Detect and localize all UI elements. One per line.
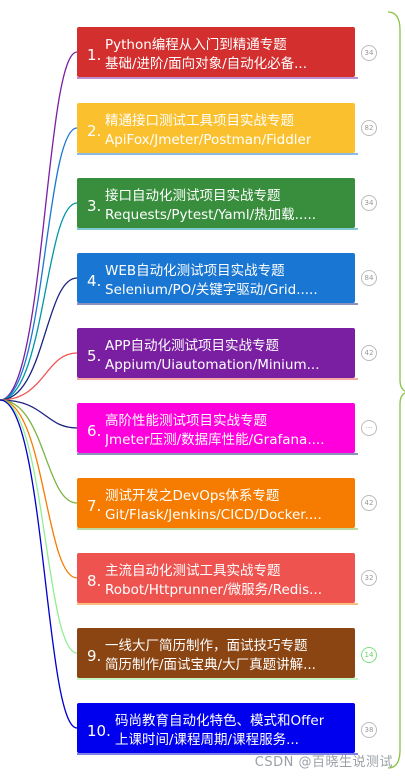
topic-title: 主流自动化测试工具实战专题: [105, 562, 281, 579]
topic-node-2[interactable]: 2. 精通接口测试工具项目实战专题 ApiFox/Jmeter/Postman/…: [77, 103, 355, 153]
topic-subtitle: Git/Flask/Jenkins/CICD/Docker....: [105, 506, 322, 523]
topic-node-9[interactable]: 9. 一线大厂简历制作，面试技巧专题 简历制作/面试宝典/大厂真题讲解...: [77, 628, 355, 678]
topic-node-3[interactable]: 3. 接口自动化测试项目实战专题 Requests/Pytest/Yaml/热加…: [77, 178, 355, 228]
child-count-badge-8[interactable]: 32: [361, 570, 377, 586]
topic-subtitle: 上课时间/课程周期/课程服务...: [115, 731, 299, 748]
topic-number: 9.: [87, 646, 102, 665]
topic-number: 8.: [87, 571, 102, 590]
topic-subtitle: 简历制作/面试宝典/大厂真题讲解...: [105, 656, 316, 673]
connector-9: [0, 399, 78, 654]
topic-title: WEB自动化测试项目实战专题: [105, 262, 285, 279]
topic-title: 码尚教育自动化特色、模式和Offer: [115, 712, 325, 729]
topic-node-10[interactable]: 10. 码尚教育自动化特色、模式和Offer 上课时间/课程周期/课程服务...: [77, 703, 355, 753]
group-bracket: [387, 11, 405, 769]
topic-number: 6.: [87, 421, 102, 440]
connector-2: [0, 127, 78, 401]
child-count-badge-10[interactable]: 38: [361, 722, 377, 738]
topic-title: 接口自动化测试项目实战专题: [105, 187, 281, 204]
connector-10: [0, 399, 78, 729]
child-count-badge-6[interactable]: ···: [361, 420, 377, 436]
topic-subtitle: 基础/进阶/面向对象/自动化必备...: [105, 55, 308, 72]
topic-node-5[interactable]: 5. APP自动化测试项目实战专题 Appium/Uiautomation/Mi…: [77, 328, 355, 378]
topic-number: 2.: [87, 121, 102, 140]
connector-7: [0, 399, 78, 504]
child-count-badge-3[interactable]: 34: [361, 195, 377, 211]
topic-node-6[interactable]: 6. 高阶性能测试项目实战专题 Jmeter压测/数据库性能/Grafana..…: [77, 403, 355, 453]
watermark: CSDN @百晓生说测试: [254, 755, 393, 770]
topic-number: 5.: [87, 346, 102, 365]
topic-node-4[interactable]: 4. WEB自动化测试项目实战专题 Selenium/PO/关键字驱动/Grid…: [77, 253, 355, 303]
child-count-badge-4[interactable]: 84: [361, 270, 377, 286]
topic-subtitle: Appium/Uiautomation/Minium...: [105, 356, 320, 373]
topic-title: Python编程从入门到精通专题: [105, 36, 287, 53]
topic-node-7[interactable]: 7. 测试开发之DevOps体系专题 Git/Flask/Jenkins/CIC…: [77, 478, 355, 528]
topic-node-8[interactable]: 8. 主流自动化测试工具实战专题 Robot/Httprunner/微服务/Re…: [77, 553, 355, 603]
topic-number: 3.: [87, 196, 102, 215]
topic-title: APP自动化测试项目实战专题: [105, 337, 280, 354]
topic-subtitle: Jmeter压测/数据库性能/Grafana....: [105, 431, 325, 448]
child-count-badge-5[interactable]: 42: [361, 345, 377, 361]
topic-title: 高阶性能测试项目实战专题: [105, 412, 267, 429]
topic-number: 4.: [87, 271, 102, 290]
child-count-badge-9[interactable]: 14: [361, 647, 377, 663]
connector-5: [0, 352, 78, 401]
child-count-badge-2[interactable]: 82: [361, 120, 377, 136]
topic-title: 一线大厂简历制作，面试技巧专题: [105, 637, 308, 654]
topic-title: 测试开发之DevOps体系专题: [105, 487, 280, 504]
topic-subtitle: Requests/Pytest/Yaml/热加载.....: [105, 206, 317, 223]
topic-subtitle: Robot/Httprunner/微服务/Redis...: [105, 581, 322, 598]
topic-number: 10.: [87, 721, 111, 740]
topic-title: 精通接口测试工具项目实战专题: [105, 112, 294, 129]
topic-subtitle: ApiFox/Jmeter/Postman/Fiddler: [105, 131, 312, 148]
connector-8: [0, 399, 78, 579]
connector-3: [0, 202, 78, 401]
topic-subtitle: Selenium/PO/关键字驱动/Grid.....: [105, 281, 318, 298]
connector-6: [0, 399, 78, 429]
topic-node-1[interactable]: 1. Python编程从入门到精通专题 基础/进阶/面向对象/自动化必备...: [77, 27, 355, 77]
connector-4: [0, 277, 78, 401]
child-count-badge-7[interactable]: 42: [361, 495, 377, 511]
connector-1: [0, 51, 78, 401]
topic-number: 7.: [87, 496, 102, 515]
topic-number: 1.: [87, 45, 102, 64]
child-count-badge-1[interactable]: 34: [361, 45, 377, 61]
